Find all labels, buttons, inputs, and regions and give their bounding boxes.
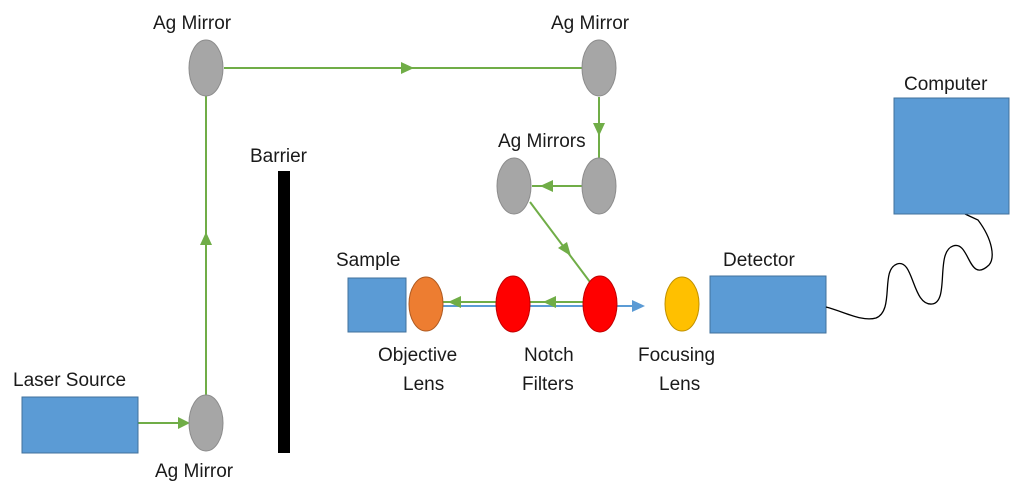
beam-diagonal bbox=[529, 201, 591, 283]
arrow-into-mirror bbox=[178, 417, 190, 429]
focusing-lens bbox=[664, 276, 700, 332]
ag-mirror-pair-right bbox=[581, 157, 617, 215]
detector-label: Detector bbox=[723, 250, 795, 271]
ag-mirror-top-left-label: Ag Mirror bbox=[153, 13, 232, 34]
arrow-up bbox=[200, 232, 212, 245]
ag-mirror-pair-left bbox=[496, 157, 532, 215]
arrow-scattered bbox=[632, 300, 645, 312]
computer-box bbox=[893, 97, 1010, 215]
ag-mirrors-label: Ag Mirrors bbox=[498, 131, 586, 152]
barrier bbox=[278, 171, 290, 453]
sample-box bbox=[347, 277, 407, 333]
ag-mirror-bottom bbox=[188, 394, 224, 452]
sample-label: Sample bbox=[336, 250, 400, 271]
cable bbox=[825, 213, 993, 320]
ag-mirror-top-right-label: Ag Mirror bbox=[551, 13, 630, 34]
notch-filter-left bbox=[495, 275, 531, 333]
focusing-lens-label-line2: Lens bbox=[659, 374, 700, 395]
objective-lens-label-line1: Objective bbox=[378, 345, 457, 366]
objective-lens bbox=[408, 276, 444, 332]
focusing-lens-label-line1: Focusing bbox=[638, 345, 715, 366]
detector-box bbox=[709, 275, 827, 334]
computer-label: Computer bbox=[904, 74, 988, 95]
notch-filters-label-line2: Filters bbox=[522, 374, 574, 395]
ag-mirror-top-left bbox=[188, 39, 224, 97]
laser-beam-path bbox=[138, 67, 600, 424]
arrow-left-filters bbox=[543, 296, 556, 308]
arrow-diagonal bbox=[558, 242, 571, 256]
notch-filters-label-line1: Notch bbox=[524, 345, 574, 366]
laser-source-label: Laser Source bbox=[13, 370, 126, 391]
objective-lens-label-line2: Lens bbox=[403, 374, 444, 395]
arrow-left-lens bbox=[448, 296, 461, 308]
arrow-right bbox=[401, 62, 414, 74]
notch-filter-right bbox=[582, 275, 618, 333]
arrow-left-mirrors bbox=[540, 180, 553, 192]
ag-mirror-bottom-label: Ag Mirror bbox=[155, 461, 234, 481]
ag-mirror-top-right bbox=[581, 39, 617, 97]
barrier-label: Barrier bbox=[250, 146, 308, 167]
laser-source-box bbox=[21, 396, 139, 454]
arrow-down bbox=[593, 123, 605, 136]
